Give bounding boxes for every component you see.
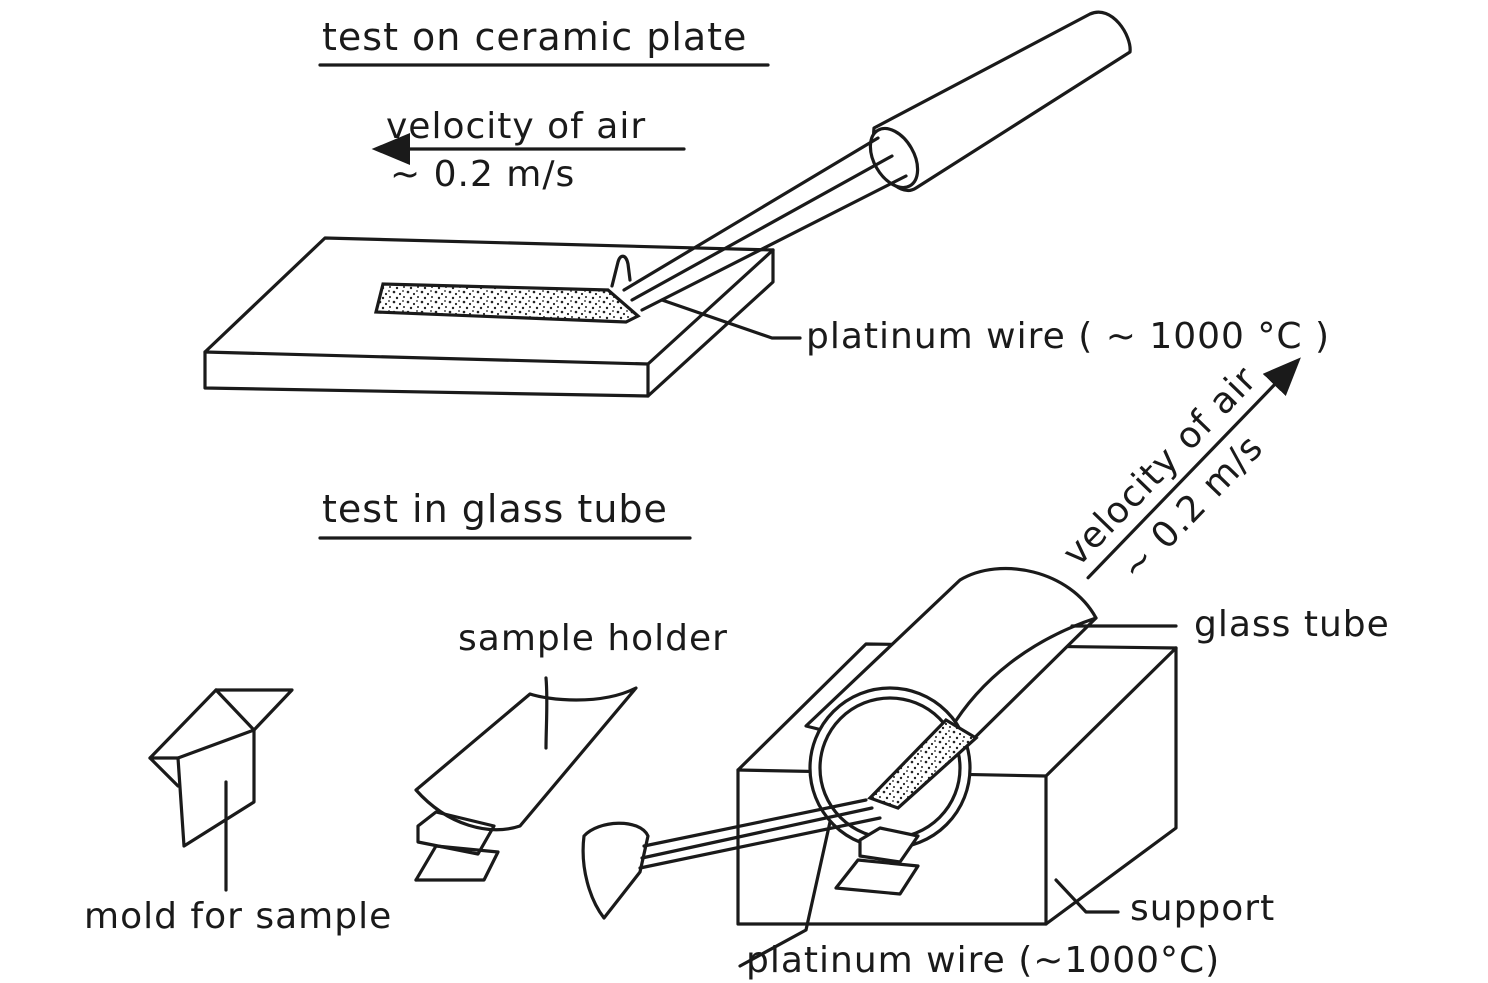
- tube-holder-foot: [858, 826, 920, 864]
- igniter-rod-lower: [640, 174, 908, 312]
- bottom-air-arrow: [1086, 357, 1301, 580]
- sample-holder-base: [414, 844, 500, 882]
- mold-for-sample: mold for sample: [84, 688, 392, 937]
- sample-holder-leader: [544, 676, 549, 750]
- top-wire-leader: [660, 298, 802, 340]
- sample-holder-label: sample holder: [458, 618, 728, 659]
- tube-holder-base: [834, 858, 920, 896]
- mold-top-fold: [214, 688, 256, 732]
- igniter-bottom-rod-center: [640, 806, 874, 860]
- top-title: test on ceramic plate: [322, 15, 747, 59]
- glass-tube-label: glass tube: [1194, 604, 1390, 645]
- top-air-value: ~ 0.2 m/s: [390, 154, 575, 195]
- igniter-handle-end: [868, 126, 920, 190]
- support-leader: [1054, 878, 1120, 914]
- platinum-wire-loop-top: [610, 254, 632, 288]
- sample-holder-foot-edge: [414, 844, 438, 882]
- ceramic-sample: [373, 282, 641, 324]
- igniter-bottom-handle: [581, 821, 650, 920]
- support-label: support: [1130, 888, 1275, 929]
- igniter-rod-upper: [622, 136, 880, 292]
- mold-label: mold for sample: [84, 896, 392, 937]
- igniter-bottom-rod-upper: [642, 798, 868, 848]
- sample-holder: sample holder: [414, 618, 728, 882]
- bottom-section: test in glass tube velocity of air ~ 0.2…: [84, 357, 1390, 981]
- mold-front: [176, 728, 256, 848]
- bottom-wire-leader: [738, 820, 832, 968]
- top-section: test on ceramic plate velocity of air ~ …: [203, 10, 1330, 398]
- sample-holder-foot: [416, 810, 496, 856]
- bottom-wire-label: platinum wire (~1000°C): [746, 940, 1220, 981]
- igniter-bottom-rod-lower: [638, 816, 882, 870]
- top-wire-label: platinum wire ( ~ 1000 °C ): [806, 316, 1330, 357]
- glass-tube-opening: [808, 686, 972, 850]
- mold-top: [148, 688, 294, 760]
- igniter-top: [610, 10, 1132, 312]
- bottom-air-group: velocity of air ~ 0.2 m/s: [1055, 357, 1301, 589]
- bottom-title: test in glass tube: [322, 487, 668, 531]
- mold-side: [148, 756, 180, 788]
- top-air-label: velocity of air: [386, 106, 646, 147]
- sample-holder-trough: [414, 686, 638, 832]
- igniter-rod-center: [630, 154, 894, 302]
- tube-sample: [867, 717, 979, 810]
- support-apparatus: [581, 567, 1178, 968]
